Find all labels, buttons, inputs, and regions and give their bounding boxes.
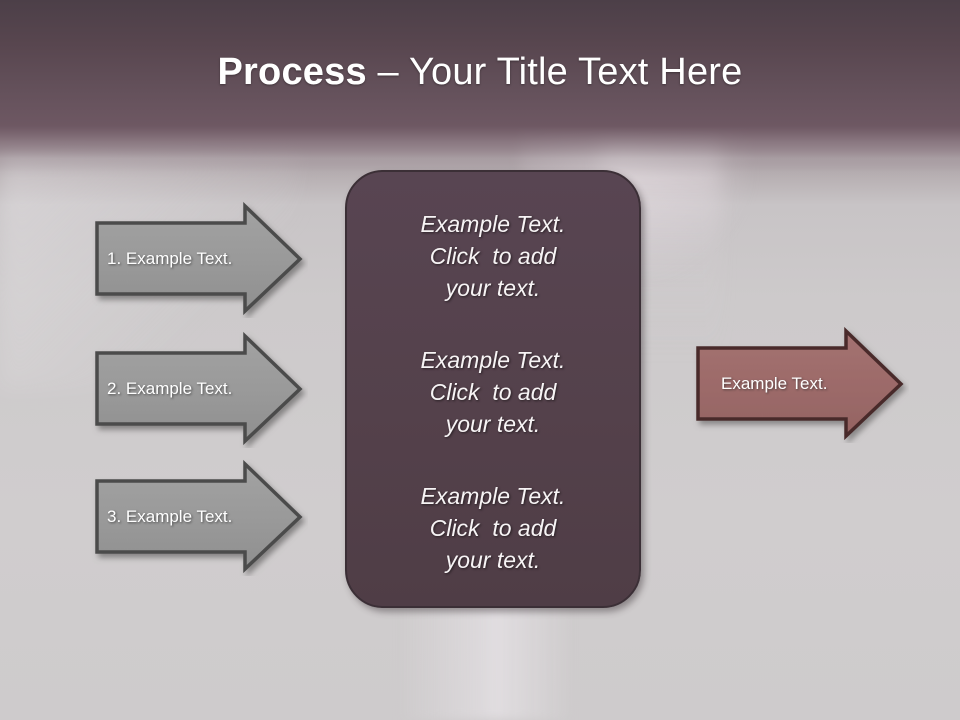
center-text-block-2-line-3: your text. xyxy=(445,411,541,437)
center-text-block-1-line-2: Click to add xyxy=(429,243,557,269)
page-title-rest: – Your Title Text Here xyxy=(366,51,743,93)
center-content-box[interactable]: Example Text. Click to add your text. Ex… xyxy=(345,170,641,608)
center-text-block-1-line-1: Example Text. xyxy=(420,211,566,237)
center-text-block-2: Example Text. Click to add your text. xyxy=(347,344,639,440)
step-arrow-3[interactable]: 3. Example Text. xyxy=(90,458,308,576)
step-arrow-3-shape xyxy=(95,459,303,574)
title-band-fade xyxy=(0,126,960,178)
title-band xyxy=(0,0,960,127)
center-text-block-1-line-3: your text. xyxy=(445,275,541,301)
step-arrow-2-shape xyxy=(95,331,303,446)
center-text-block-3-line-3: your text. xyxy=(445,547,541,573)
center-text-block-3-line-1: Example Text. xyxy=(420,483,566,509)
result-arrow[interactable]: Example Text. xyxy=(691,325,909,443)
step-arrow-1-shape xyxy=(95,201,303,316)
center-text-block-1: Example Text. Click to add your text. xyxy=(347,208,639,304)
step-arrow-2[interactable]: 2. Example Text. xyxy=(90,330,308,448)
center-text-block-3: Example Text. Click to add your text. xyxy=(347,480,639,576)
center-text-block-2-line-1: Example Text. xyxy=(420,347,566,373)
page-title-bold: Process xyxy=(217,51,367,93)
page-title: Process – Your Title Text Here xyxy=(0,48,960,96)
result-arrow-shape xyxy=(696,326,904,441)
center-text-block-2-line-2: Click to add xyxy=(429,379,557,405)
step-arrow-1[interactable]: 1. Example Text. xyxy=(90,200,308,318)
center-text-block-3-line-2: Click to add xyxy=(429,515,557,541)
